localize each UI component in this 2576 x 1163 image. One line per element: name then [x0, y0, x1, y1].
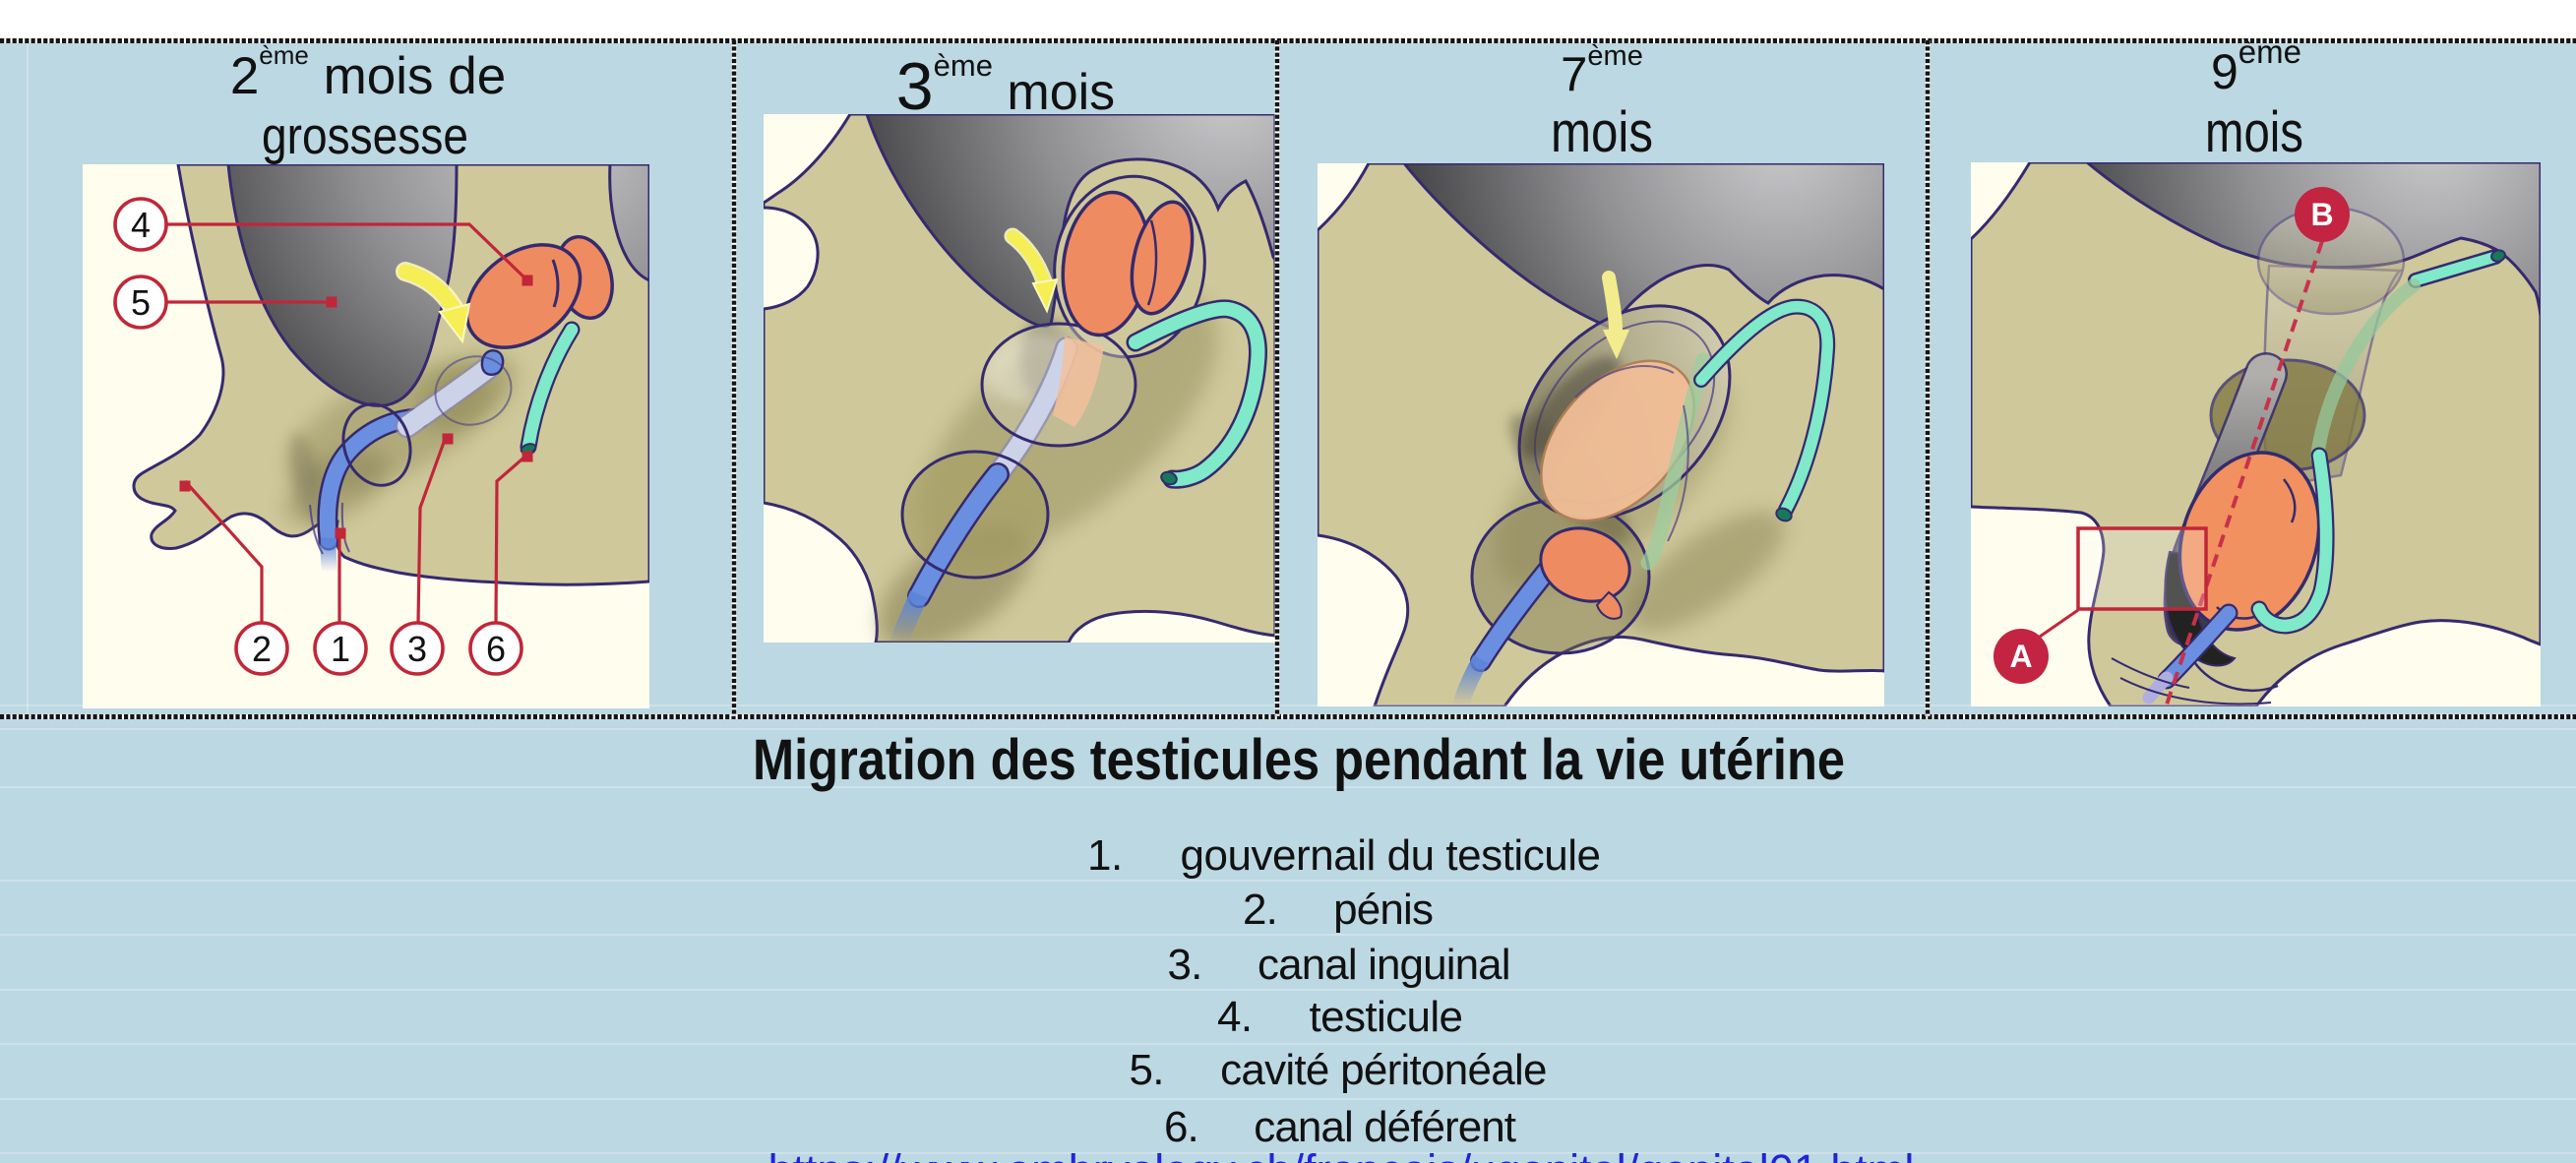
svg-text:1. gouvernail du testicule: 1. gouvernail du testicule — [1087, 831, 1601, 880]
svg-text:6: 6 — [486, 629, 506, 669]
svg-text:bttps://www.embryology.cb/fran: bttps://www.embryology.cb/francais/ugeni… — [768, 1145, 1915, 1163]
svg-text:grossesse: grossesse — [262, 107, 468, 165]
svg-text:3. canal inguinal: 3. canal inguinal — [1168, 941, 1511, 989]
svg-text:6. canal déférent: 6. canal déférent — [1164, 1103, 1516, 1151]
svg-text:3: 3 — [407, 629, 427, 669]
svg-text:Migration des testicules penda: Migration des testicules pendant la vie … — [753, 728, 1845, 792]
svg-text:4. testicule: 4. testicule — [1217, 993, 1463, 1041]
svg-text:mois: mois — [1551, 100, 1653, 164]
svg-text:B: B — [2310, 197, 2333, 232]
svg-text:A: A — [2009, 639, 2032, 674]
svg-text:2: 2 — [252, 629, 272, 669]
svg-text:5. cavité péritonéale: 5. cavité péritonéale — [1130, 1046, 1548, 1094]
svg-text:2. pénis: 2. pénis — [1243, 886, 1434, 934]
svg-text:1: 1 — [331, 629, 350, 669]
svg-text:5: 5 — [131, 282, 151, 323]
svg-text:mois: mois — [2205, 100, 2303, 164]
svg-text:4: 4 — [131, 205, 151, 245]
